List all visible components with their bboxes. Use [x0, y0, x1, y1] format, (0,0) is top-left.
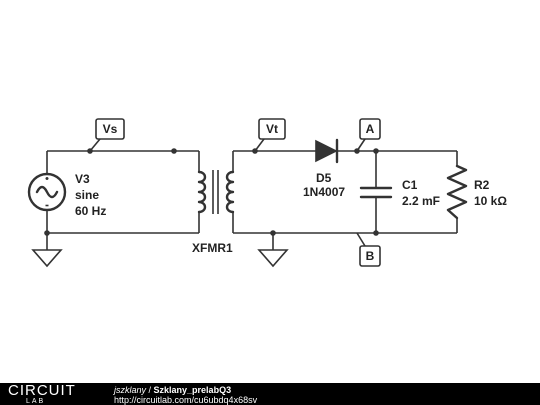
resistor-value: 10 kΩ [474, 194, 507, 208]
circuit-title[interactable]: Szklany_prelabQ3 [153, 385, 232, 395]
source-type: sine [75, 188, 99, 202]
capacitor-value: 2.2 mF [402, 194, 440, 208]
probe-a-label: A [366, 122, 375, 136]
probe-vs[interactable]: Vs [89, 118, 125, 152]
circuitlab-logo[interactable]: CIRCUIT LAB [8, 382, 76, 405]
title-separator: / [146, 385, 154, 395]
ground-symbol-right [257, 249, 289, 268]
resistor-name: R2 [474, 178, 490, 192]
logo-sub: LAB [26, 398, 46, 405]
probe-b[interactable]: B [356, 232, 381, 267]
source-label: V3 sine 60 Hz [75, 172, 106, 218]
transformer-xfmr1[interactable] [197, 170, 235, 214]
probe-b-label: B [366, 249, 375, 263]
capacitor-name: C1 [402, 178, 418, 192]
source-frequency: 60 Hz [75, 204, 106, 218]
circuit-url[interactable]: http://circuitlab.com/cu6ubdq4x68sv [114, 395, 258, 405]
probe-vs-label: Vs [103, 122, 118, 136]
diode-part: 1N4007 [303, 185, 345, 199]
probe-a[interactable]: A [356, 118, 381, 152]
diode-d5[interactable] [315, 138, 339, 164]
probe-vt[interactable]: Vt [254, 118, 286, 152]
schematic-canvas: V3 sine 60 Hz XFMR1 D5 1N4007 C1 2 [27, 118, 507, 268]
resistor-r2[interactable] [446, 164, 468, 220]
diode-name: D5 [316, 171, 332, 185]
logo-main: CIRCUIT [8, 382, 76, 399]
transformer-label: XFMR1 [192, 241, 233, 255]
primary-loop-wires [46, 150, 200, 250]
author-link[interactable]: jszklany [114, 385, 147, 395]
ac-source-v3[interactable] [27, 172, 67, 212]
probe-vt-label: Vt [266, 122, 278, 136]
footer-bar: CIRCUIT LAB jszklany / Szklany_prelabQ3 … [0, 383, 540, 405]
footer-info: jszklany / Szklany_prelabQ3 http://circu… [114, 385, 257, 405]
capacitor-c1[interactable] [359, 186, 393, 199]
ground-symbol-left [31, 249, 63, 268]
source-name: V3 [75, 172, 90, 186]
